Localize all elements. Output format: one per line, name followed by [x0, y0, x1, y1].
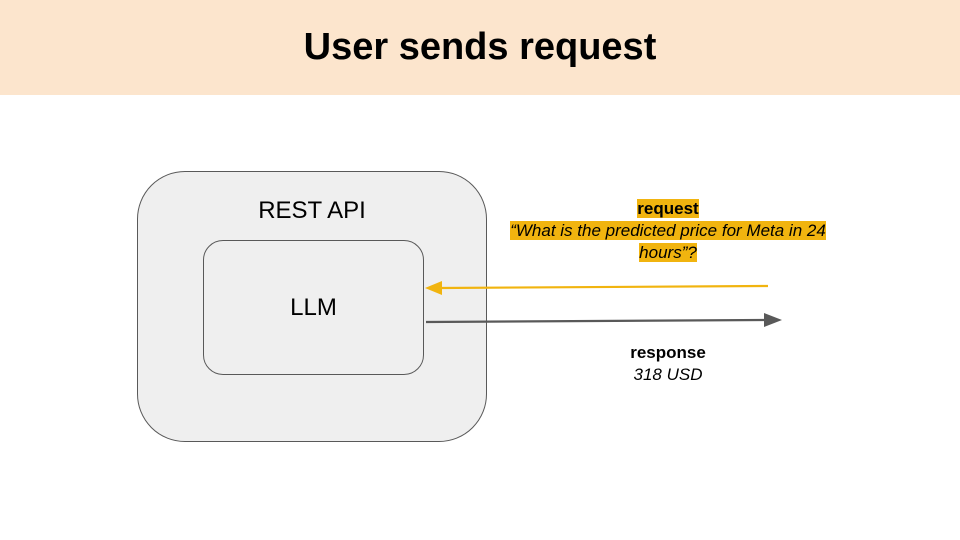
title-bar	[0, 0, 960, 95]
response-arrow	[425, 313, 782, 327]
response-title: response	[630, 343, 706, 362]
response-arrow-line	[425, 318, 767, 324]
llm-label: LLM	[290, 294, 337, 321]
request-title: request	[637, 199, 699, 218]
request-text: “What is the predicted price for Meta in…	[510, 221, 826, 262]
slide-title: User sends request	[303, 26, 657, 68]
request-arrow	[425, 281, 769, 295]
response-label: response 318 USD	[568, 342, 768, 386]
request-arrow-head	[425, 281, 442, 295]
request-arrow-line	[439, 284, 769, 290]
rest-api-label: REST API	[258, 197, 366, 224]
llm-box	[203, 240, 424, 375]
response-text: 318 USD	[633, 365, 703, 384]
request-label: request “What is the predicted price for…	[490, 198, 846, 264]
response-arrow-head	[764, 313, 782, 327]
